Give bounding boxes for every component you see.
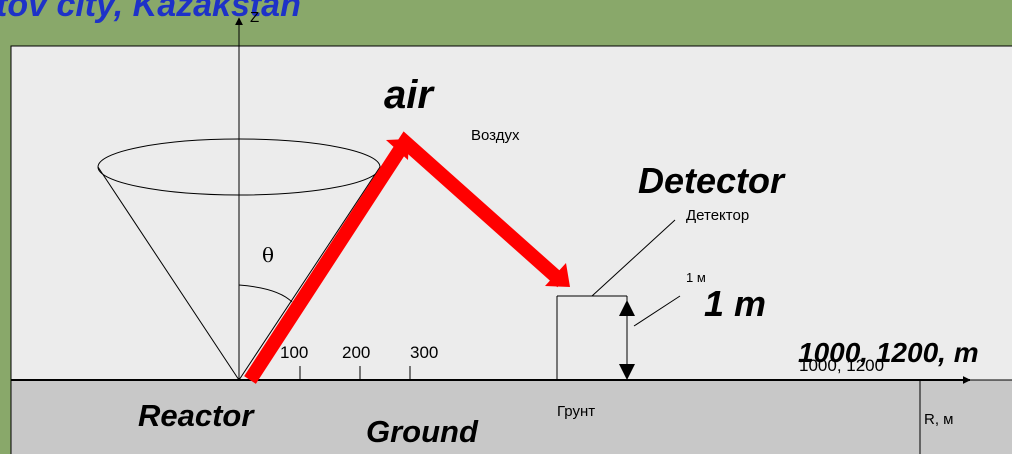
ground-label: Ground (366, 414, 479, 449)
z-axis-label: Z (250, 9, 259, 26)
tick-100: 100 (280, 343, 308, 362)
height-label-small: 1 м (686, 270, 706, 285)
air-label: air (384, 73, 435, 117)
height-arrow-up (619, 300, 635, 316)
air-label-ru: Воздух (471, 127, 520, 144)
r-axis-label: R, м (924, 411, 953, 428)
air-region (10, 45, 1012, 381)
page-title: tov city, Kazakstan (0, 0, 301, 24)
detector-leader (591, 219, 676, 297)
detector-label: Detector (638, 160, 786, 201)
radiation-arrow-head-2 (545, 263, 570, 287)
height-leader (633, 295, 681, 327)
cone-right-edge (238, 166, 381, 381)
theta-label: θ (262, 243, 274, 267)
distance-label-small: 1000, 1200 (799, 356, 884, 375)
ground-label-ru: Грунт (557, 403, 595, 420)
detector-label-ru: Детектор (686, 207, 749, 224)
height-arrow-down (619, 364, 635, 380)
theta-arc (238, 284, 293, 303)
ground-region (10, 379, 1012, 454)
radiation-arrow-head-1 (386, 139, 409, 160)
tick-300: 300 (410, 343, 438, 362)
cone-left-edge (97, 166, 240, 381)
height-label: 1 m (704, 283, 766, 324)
tick-200: 200 (342, 343, 370, 362)
reactor-label: Reactor (138, 398, 255, 433)
distance-label: 1000, 1200, m (798, 337, 979, 368)
